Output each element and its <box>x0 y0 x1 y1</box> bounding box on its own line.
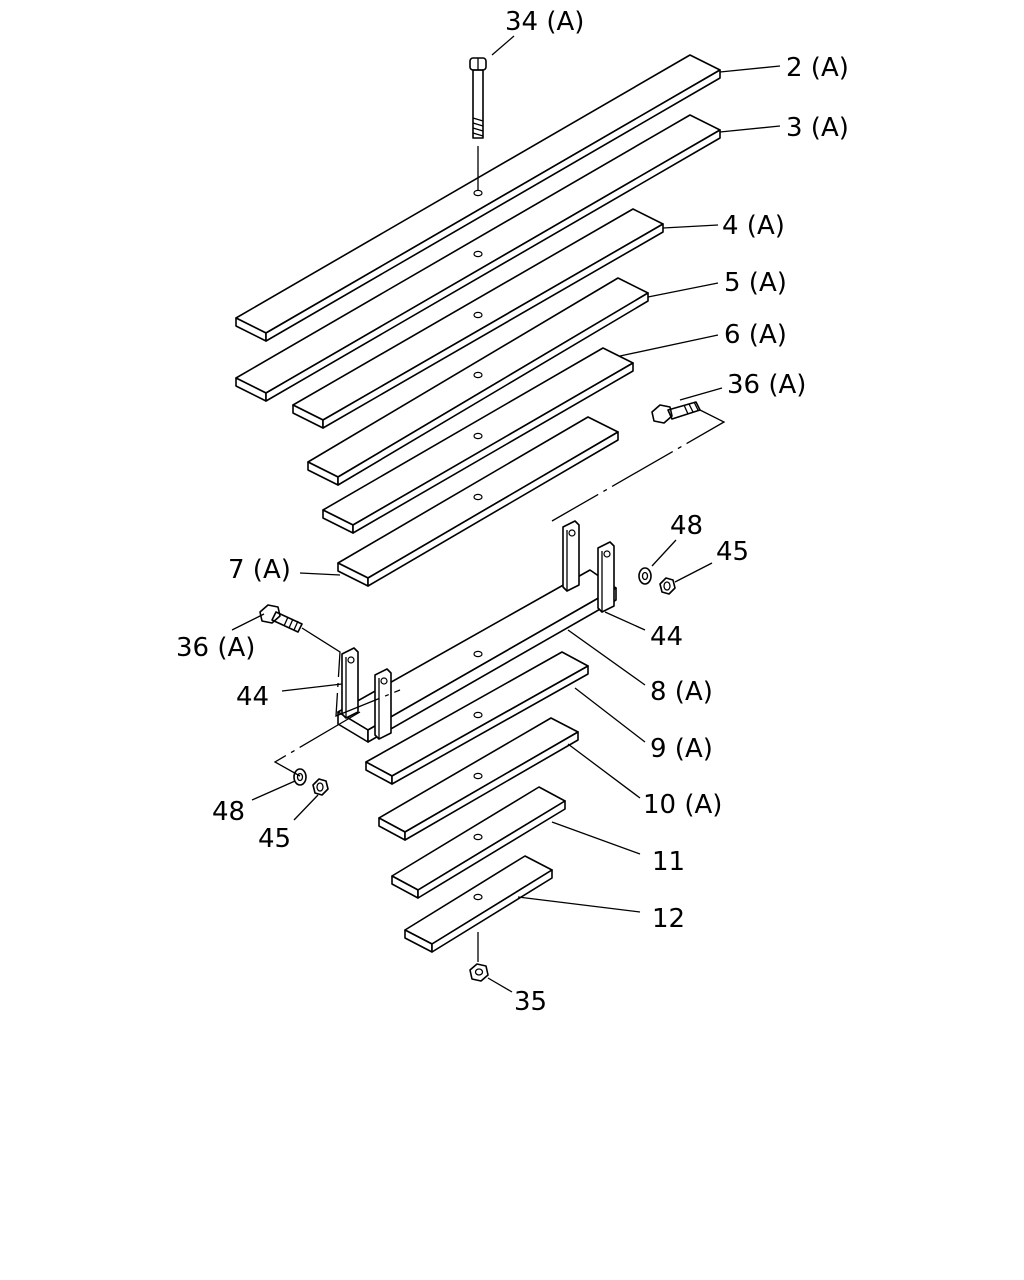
label-2: 2 (A) <box>786 53 849 83</box>
center-bolt-34 <box>469 57 487 190</box>
label-9: 9 (A) <box>650 734 713 764</box>
nut-45-right <box>659 577 676 595</box>
label-7: 7 (A) <box>228 555 291 585</box>
bolt-36-right-axis <box>551 409 726 522</box>
label-44-left: 44 <box>236 682 269 712</box>
washer-48-right <box>638 567 652 585</box>
left-nut-axis <box>273 711 361 777</box>
seat-hole <box>473 650 483 658</box>
spring-seat-8 <box>337 569 617 743</box>
label-6: 6 (A) <box>724 320 787 350</box>
washer-48-left <box>293 768 307 786</box>
label-34: 34 (A) <box>505 7 584 37</box>
bolt-36-right <box>651 401 701 424</box>
leader-lines <box>231 35 781 993</box>
label-35: 35 <box>514 987 547 1017</box>
nut-35 <box>469 963 489 982</box>
nut-45-left <box>312 778 329 796</box>
label-10: 10 (A) <box>643 790 722 820</box>
label-36-right: 36 (A) <box>727 370 806 400</box>
label-3: 3 (A) <box>786 113 849 143</box>
label-8: 8 (A) <box>650 677 713 707</box>
center-holes-upper <box>473 189 483 501</box>
label-5: 5 (A) <box>724 268 787 298</box>
label-45-right: 45 <box>716 537 749 567</box>
label-36-left: 36 (A) <box>176 633 255 663</box>
label-48-left: 48 <box>212 797 245 827</box>
center-holes-lower <box>473 711 483 901</box>
bolt-36-left <box>259 604 303 633</box>
label-11: 11 <box>652 847 685 877</box>
label-48-right: 48 <box>670 511 703 541</box>
label-45-left: 45 <box>258 824 291 854</box>
hanger-44-right <box>562 520 615 613</box>
label-4: 4 (A) <box>722 211 785 241</box>
label-12: 12 <box>652 904 685 934</box>
label-44-right: 44 <box>650 622 683 652</box>
